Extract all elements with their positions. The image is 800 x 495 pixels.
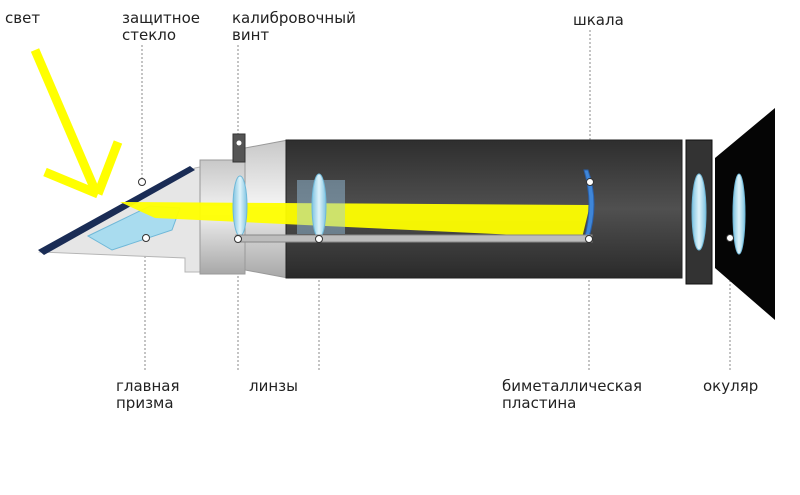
calibration-screw	[232, 133, 246, 163]
light-arrow-head-left	[43, 167, 100, 199]
marker-dots	[138, 178, 734, 243]
lens-1	[232, 175, 248, 237]
label-protective-glass: защитное стекло	[122, 10, 200, 44]
eyepiece-lens-2	[732, 173, 746, 255]
label-calibration-screw-line-1: калибровочный	[232, 9, 356, 27]
dot-scale	[586, 178, 594, 186]
light-arrow-shaft	[30, 48, 100, 192]
label-scale-text: шкала	[573, 11, 624, 29]
calibration-screw-hole	[236, 140, 242, 146]
lenses	[232, 173, 746, 255]
bimetallic-plate	[235, 234, 593, 243]
dot-main-prism	[142, 234, 150, 242]
label-bimetallic-plate-line-1: биметаллическая	[502, 377, 643, 395]
label-main-prism-line-2: призма	[116, 394, 174, 412]
label-light: свет	[5, 10, 40, 27]
light-arrow	[30, 48, 123, 199]
label-light-text: свет	[5, 9, 41, 27]
label-main-prism: главная призма	[116, 378, 180, 412]
label-calibration-screw-line-2: винт	[232, 26, 270, 44]
dot-eyepiece	[726, 234, 734, 242]
label-main-prism-line-1: главная	[116, 377, 180, 395]
label-eyepiece-text: окуляр	[703, 377, 759, 395]
dot-bimetallic-plate	[585, 235, 593, 243]
dot-lens	[315, 235, 323, 243]
label-protective-glass-line-1: защитное	[122, 9, 200, 27]
dot-calibration-screw	[234, 235, 242, 243]
light-arrow-head-right	[93, 140, 123, 196]
label-bimetallic-plate-line-2: пластина	[502, 394, 577, 412]
lens-2	[311, 173, 327, 239]
label-scale: шкала	[573, 12, 624, 29]
label-eyepiece: окуляр	[703, 378, 758, 395]
label-bimetallic-plate: биметаллическая пластина	[502, 378, 642, 412]
protective-glass	[38, 166, 195, 255]
label-lenses: линзы	[249, 378, 298, 395]
dot-protective-glass	[138, 178, 146, 186]
label-protective-glass-line-2: стекло	[122, 26, 177, 44]
label-calibration-screw: калибровочный винт	[232, 10, 356, 44]
label-lenses-text: линзы	[249, 377, 298, 395]
eyepiece-lens-1	[691, 173, 707, 251]
